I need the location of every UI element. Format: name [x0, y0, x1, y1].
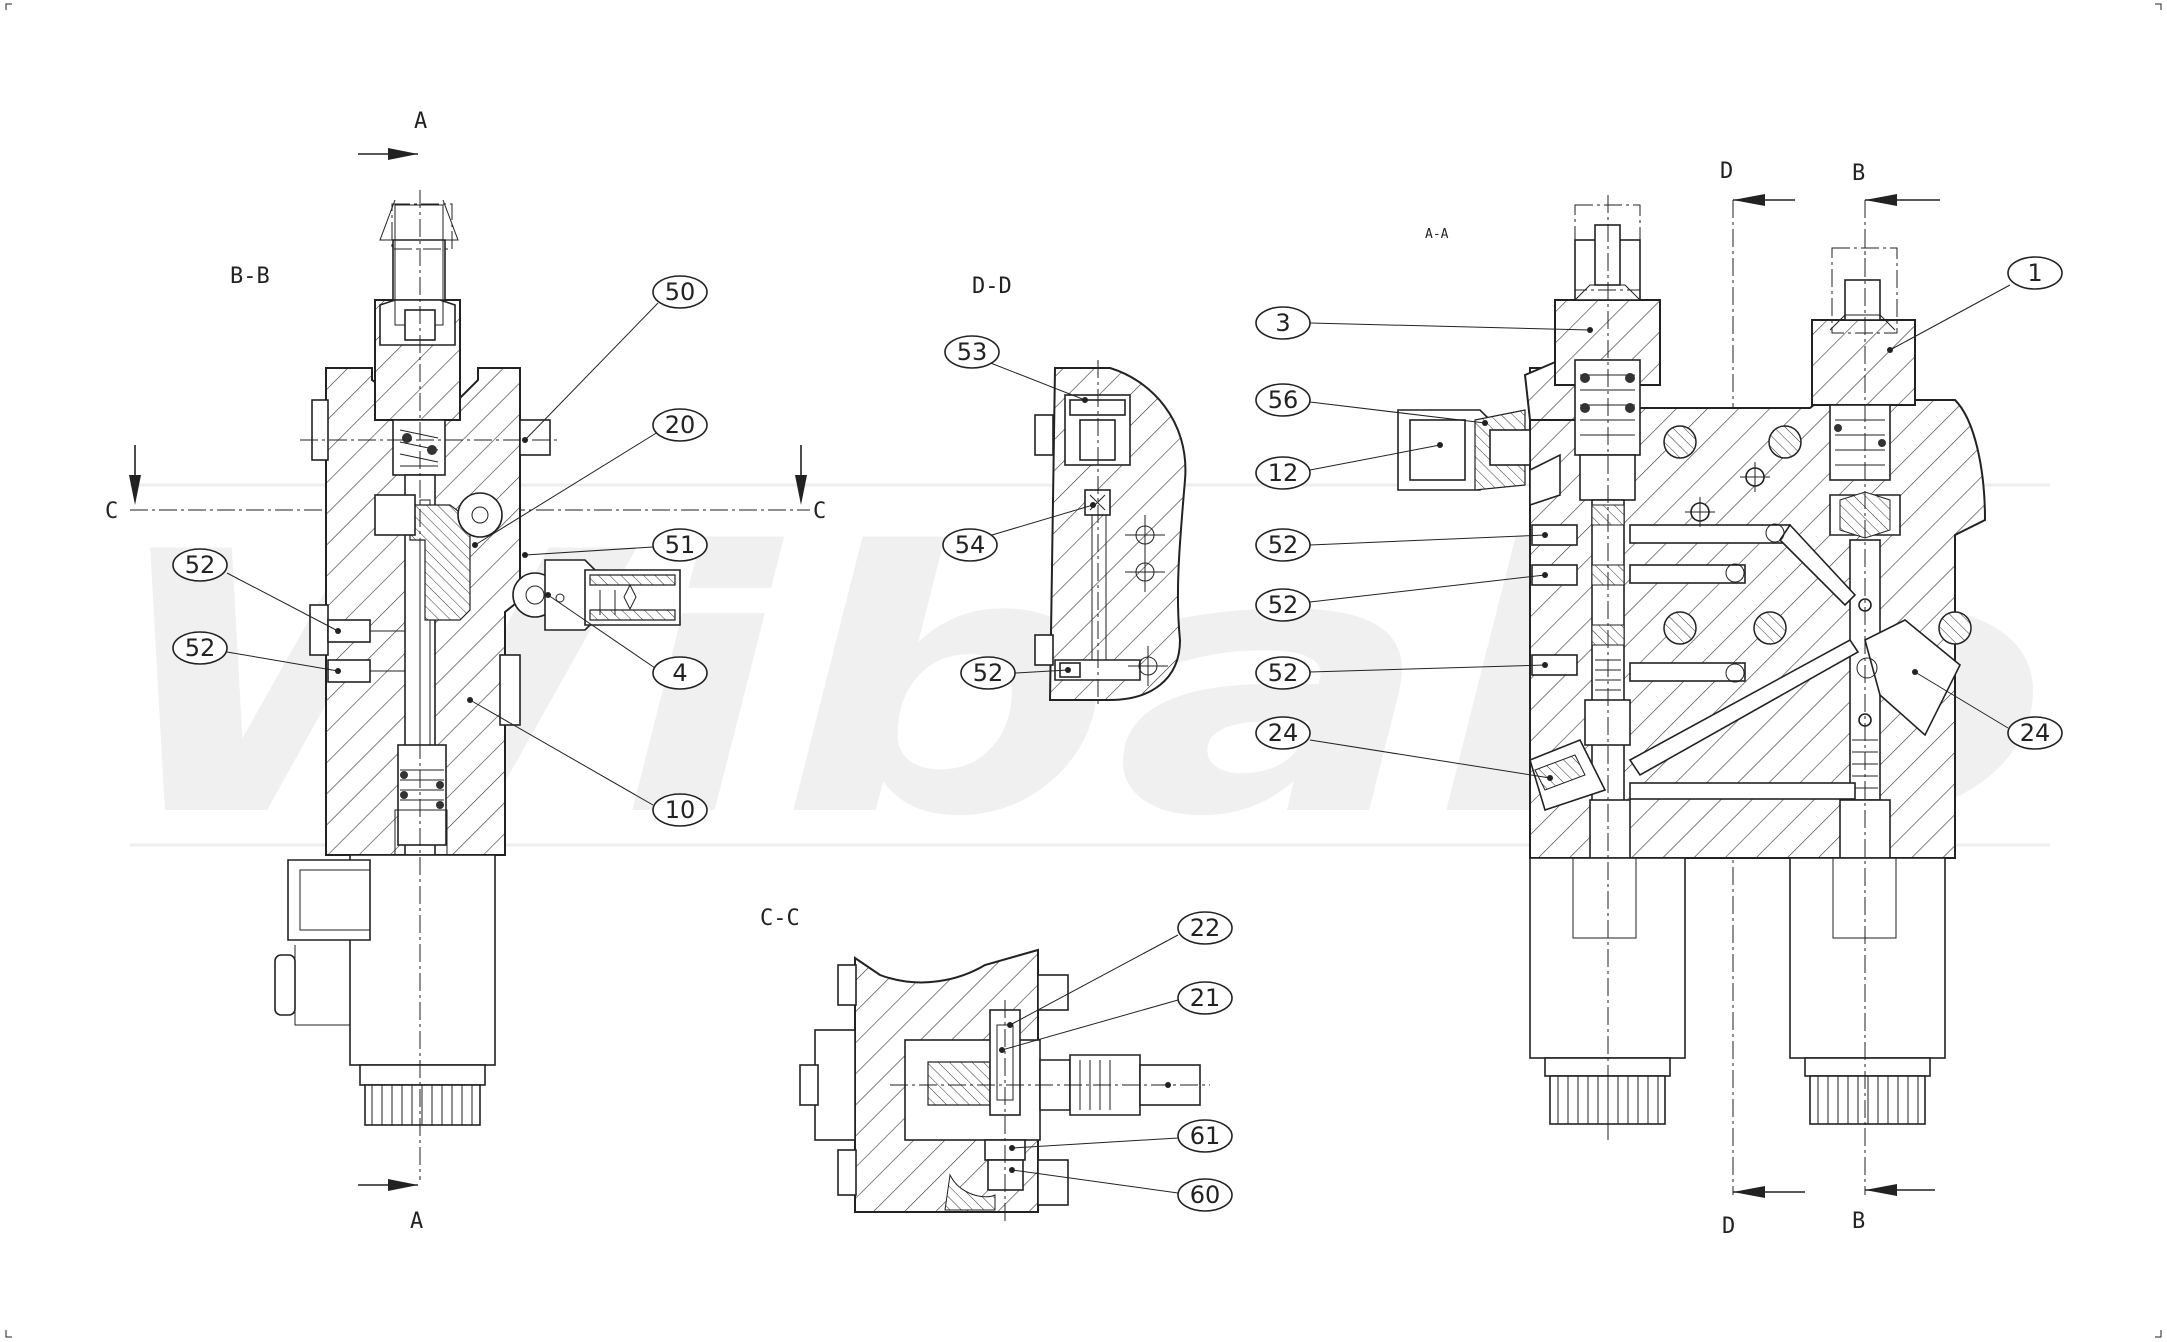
svg-text:22: 22: [1190, 914, 1221, 942]
balloon-52-a-a-2: 52: [1255, 572, 1548, 622]
svg-text:51: 51: [665, 531, 696, 559]
svg-text:12: 12: [1268, 459, 1299, 487]
section-letter-c-left: C: [105, 499, 118, 524]
svg-text:52: 52: [1268, 659, 1299, 687]
svg-text:52: 52: [973, 659, 1004, 687]
svg-text:20: 20: [665, 411, 696, 439]
balloon-56: 56: [1255, 383, 1488, 426]
view-a-a: A-A D D B B: [1255, 159, 2063, 1239]
balloon-52-d-d: 52: [960, 656, 1071, 690]
svg-text:50: 50: [665, 278, 696, 306]
section-arrow-a-bottom: [388, 1179, 418, 1191]
view-c-c: C-C 22 21: [760, 906, 1233, 1225]
svg-text:1: 1: [2027, 259, 2042, 287]
section-arrow-a-top: [388, 148, 418, 160]
view-b-b: B-B A A C C: [105, 109, 826, 1234]
balloon-50: 50: [522, 275, 708, 443]
section-letter-b-top: B: [1852, 161, 1865, 186]
svg-text:4: 4: [672, 659, 687, 687]
balloon-52-lower: 52: [172, 631, 341, 674]
balloon-52-a-a-3: 52: [1255, 656, 1548, 690]
balloon-20: 20: [472, 408, 708, 548]
svg-text:61: 61: [1190, 1122, 1221, 1150]
svg-text:21: 21: [1190, 984, 1221, 1012]
balloon-1: 1: [1887, 256, 2063, 353]
section-letter-a-bottom: A: [410, 1209, 423, 1234]
balloon-12: 12: [1255, 442, 1443, 490]
svg-text:53: 53: [957, 338, 988, 366]
sheet-corner-marks: [5, 3, 2162, 1338]
view-title-c-c: C-C: [760, 906, 800, 931]
svg-text:52: 52: [1268, 591, 1299, 619]
view-title-b-b: B-B: [230, 264, 270, 289]
balloon-52-a-a-1: 52: [1255, 528, 1548, 562]
svg-text:24: 24: [1268, 719, 1299, 747]
svg-text:52: 52: [185, 551, 216, 579]
section-letter-c-right: C: [813, 499, 826, 524]
section-letter-d-bottom: D: [1722, 1214, 1735, 1239]
balloon-53: 53: [944, 335, 1088, 403]
balloon-52-upper: 52: [172, 548, 341, 634]
balloon-60: 60: [1009, 1167, 1233, 1212]
svg-text:54: 54: [955, 531, 986, 559]
svg-text:60: 60: [1190, 1181, 1221, 1209]
balloon-54: 54: [942, 502, 1096, 562]
balloon-24-right: 24: [1912, 669, 2063, 750]
balloon-4: 4: [545, 592, 708, 690]
svg-text:52: 52: [185, 634, 216, 662]
balloon-10: 10: [467, 697, 708, 827]
svg-text:52: 52: [1268, 531, 1299, 559]
view-title-d-d: D-D: [972, 274, 1012, 299]
svg-text:56: 56: [1268, 386, 1299, 414]
balloon-61: 61: [1009, 1119, 1233, 1153]
section-letter-b-bottom: B: [1852, 1209, 1865, 1234]
balloon-24-left: 24: [1255, 716, 1553, 781]
svg-text:10: 10: [665, 796, 696, 824]
svg-text:24: 24: [2020, 719, 2051, 747]
balloon-22: 22: [1007, 911, 1233, 1028]
svg-text:3: 3: [1275, 309, 1290, 337]
view-title-a-a: A-A: [1425, 227, 1449, 242]
balloon-51: 51: [522, 528, 708, 562]
balloon-3: 3: [1255, 306, 1593, 340]
section-letter-a-top: A: [414, 109, 427, 134]
view-d-d: D-D 53 54 52: [942, 274, 1187, 705]
balloon-21: 21: [999, 981, 1233, 1053]
section-letter-d-top: D: [1720, 159, 1733, 184]
